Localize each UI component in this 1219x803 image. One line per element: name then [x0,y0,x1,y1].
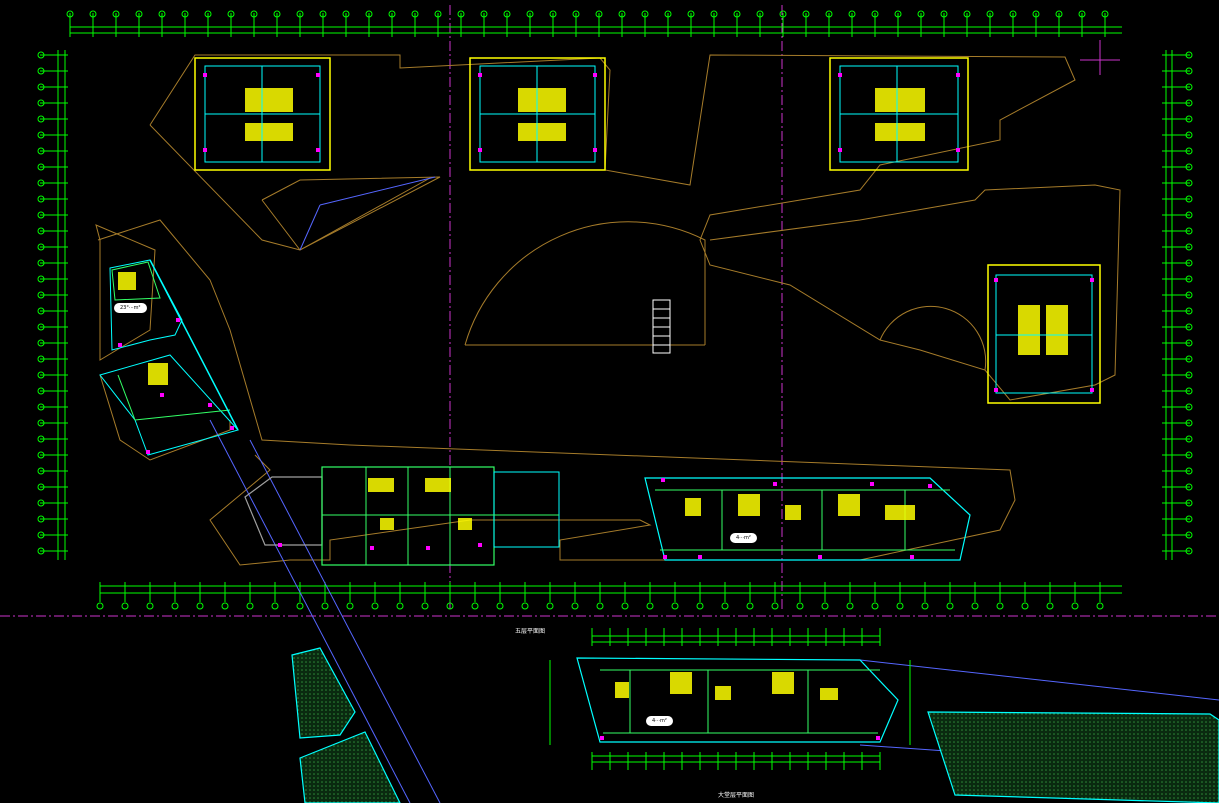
tower-north-east [829,57,969,171]
dimension-ticks [37,10,1193,770]
detail-title-top: 五层平面图 [515,628,546,635]
site-boundary [95,54,1121,566]
tower-north-west [194,57,331,171]
landscape-plots [291,647,1219,803]
dimension-bottom [100,585,1122,594]
tower-east [987,264,1101,404]
building-south-west [244,466,560,566]
building-south-east [644,477,971,561]
detail-plan [549,635,911,763]
ramp-symbol [652,299,671,354]
area-tag-south: 4···m² [730,533,757,543]
column-markers [118,73,1094,740]
tower-north-center [469,57,606,171]
area-tag-detail: 4···m² [646,716,673,726]
detail-title-bottom: 大堂层平面图 [718,792,755,799]
dimension-top [70,26,1122,34]
building-west-wedge [99,259,239,456]
area-tag-west: 23°···m² [114,303,147,313]
